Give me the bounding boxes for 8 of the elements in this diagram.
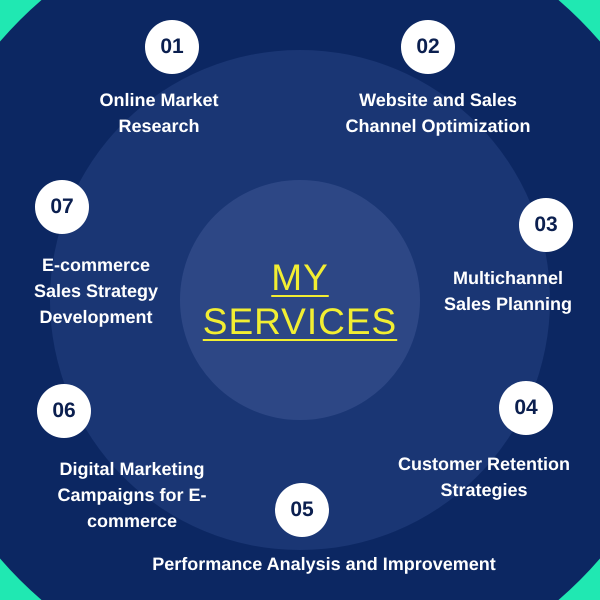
service-label: Online Market Research [98,88,220,138]
service-label: Performance Analysis and Improvement [151,552,497,576]
service-label: Multichannel Sales Planning [442,266,574,316]
service-label: Website and Sales Channel Optimization [344,88,532,138]
service-label: Customer Retention Strategies [396,452,571,502]
title-text: MY SERVICES [202,256,398,344]
service-label: Digital Marketing Campaigns for E-commerce [56,458,208,534]
service-label: E-commerce Sales Strategy Development [32,254,160,330]
